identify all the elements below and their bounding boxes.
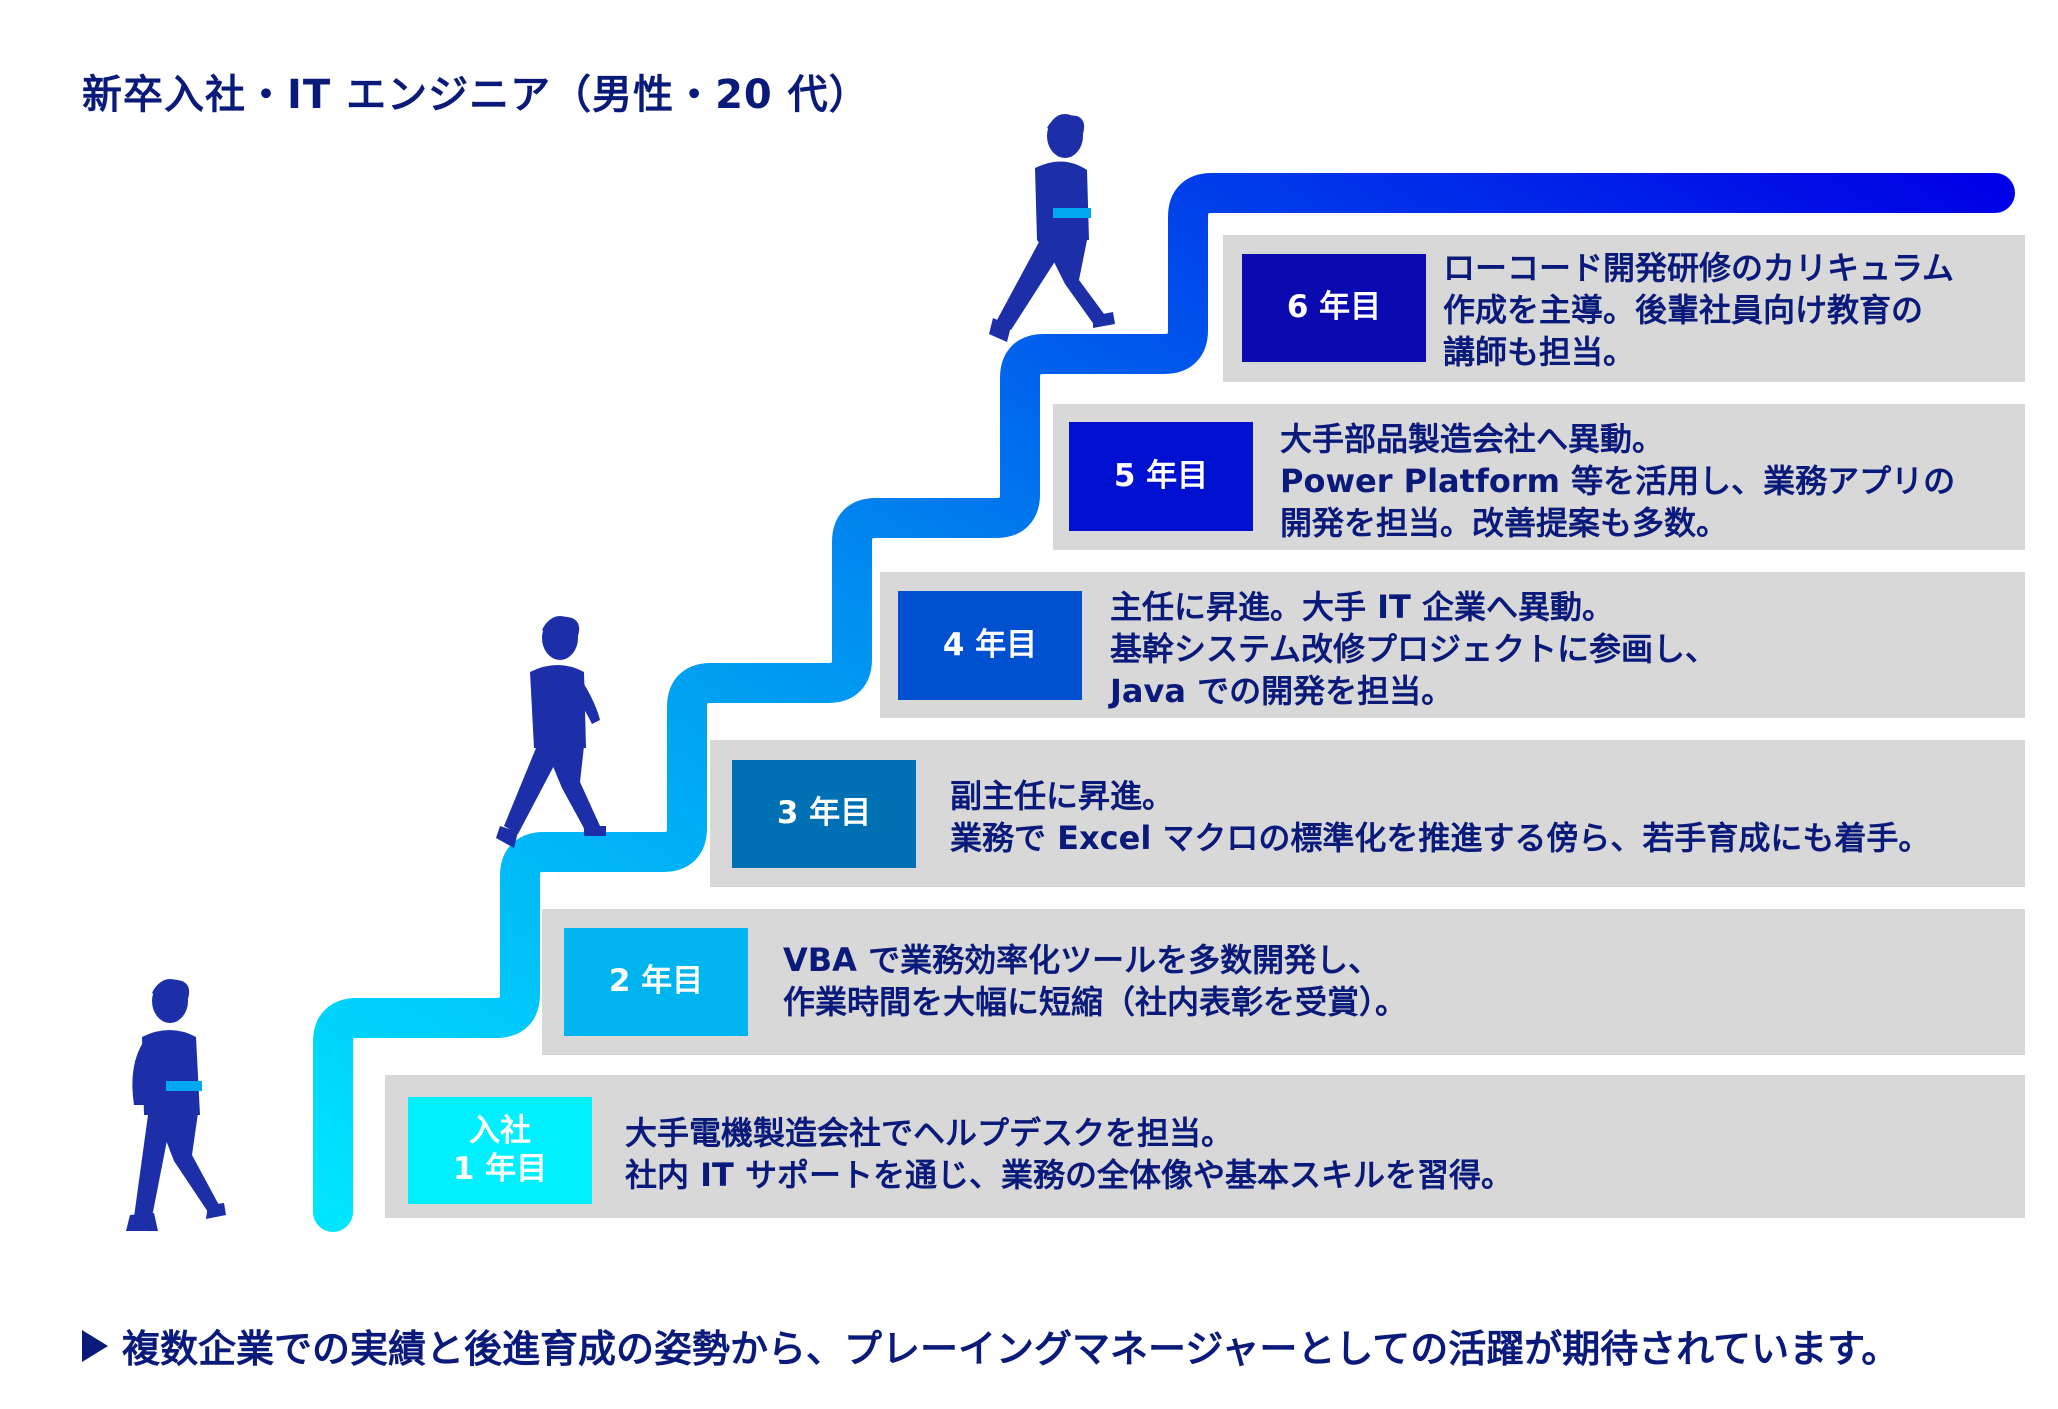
step-badge-5-line1: 5 年目 xyxy=(1113,457,1209,494)
step-badge-1: 入社 1 年目 xyxy=(408,1097,592,1204)
step-desc-5-line2: Power Platform 等を活用し、業務アプリの xyxy=(1280,462,1956,500)
step-panel-3 xyxy=(710,740,2025,887)
step-desc-5: 大手部品製造会社へ異動。 Power Platform 等を活用し、業務アプリの… xyxy=(1280,418,1955,544)
step-badge-6: 6 年目 xyxy=(1242,254,1426,362)
step-desc-1-line2: 社内 IT サポートを通じ、業務の全体像や基本スキルを習得。 xyxy=(625,1156,1514,1194)
person-icon xyxy=(496,616,606,848)
step-badge-4-line1: 4 年目 xyxy=(942,626,1038,663)
step-badge-5: 5 年目 xyxy=(1069,422,1253,531)
step-badge-2: 2 年目 xyxy=(564,928,748,1036)
arrow-icon xyxy=(82,1329,108,1362)
step-panel-1 xyxy=(385,1075,2025,1218)
step-desc-2-line1: VBA で業務効率化ツールを多数開発し、 xyxy=(783,941,1381,979)
step-desc-6-line3: 講師も担当。 xyxy=(1443,333,1636,371)
step-badge-1-line1: 入社 xyxy=(469,1113,531,1150)
step-desc-3-line1: 副主任に昇進。 xyxy=(950,777,1175,815)
step-badge-2-line1: 2 年目 xyxy=(608,963,704,1000)
person-icon xyxy=(126,979,226,1231)
step-badge-1-line2: 1 年目 xyxy=(452,1150,548,1187)
step-desc-2: VBA で業務効率化ツールを多数開発し、 作業時間を大幅に短縮（社内表彰を受賞）… xyxy=(783,939,1407,1023)
step-desc-4-line1: 主任に昇進。大手 IT 企業へ異動。 xyxy=(1110,588,1615,626)
step-desc-2-line2: 作業時間を大幅に短縮（社内表彰を受賞）。 xyxy=(783,983,1408,1021)
step-desc-1-line1: 大手電機製造会社でヘルプデスクを担当。 xyxy=(625,1114,1234,1152)
step-badge-6-line1: 6 年目 xyxy=(1286,289,1382,326)
step-desc-6: ローコード開発研修のカリキュラム 作成を主導。後輩社員向け教育の 講師も担当。 xyxy=(1443,247,1954,373)
step-desc-3-line2: 業務で Excel マクロの標準化を推進する傍ら、若手育成にも着手。 xyxy=(950,819,1931,857)
step-desc-5-line1: 大手部品製造会社へ異動。 xyxy=(1280,420,1665,458)
step-desc-4-line3: Java での開発を担当。 xyxy=(1110,672,1454,710)
staircase-path xyxy=(313,173,2015,1232)
step-desc-4: 主任に昇進。大手 IT 企業へ異動。 基幹システム改修プロジェクトに参画し、 J… xyxy=(1110,586,1717,712)
step-panel-2 xyxy=(542,909,2025,1055)
footer-note: 複数企業での実績と後進育成の姿勢から、プレーイングマネージャーとしての活躍が期待… xyxy=(82,1318,1899,1373)
step-badge-4: 4 年目 xyxy=(898,591,1082,700)
person-icon xyxy=(989,114,1115,342)
step-badge-3: 3 年目 xyxy=(732,760,916,868)
step-desc-6-line1: ローコード開発研修のカリキュラム xyxy=(1443,249,1955,287)
step-desc-3: 副主任に昇進。 業務で Excel マクロの標準化を推進する傍ら、若手育成にも着… xyxy=(950,775,1930,859)
page-title: 新卒入社・IT エンジニア（男性・20 代） xyxy=(82,72,870,118)
step-desc-6-line2: 作成を主導。後輩社員向け教育の xyxy=(1443,291,1924,329)
step-desc-1: 大手電機製造会社でヘルプデスクを担当。 社内 IT サポートを通じ、業務の全体像… xyxy=(625,1112,1513,1196)
step-desc-5-line3: 開発を担当。改善提案も多数。 xyxy=(1280,504,1729,542)
footer-text: 複数企業での実績と後進育成の姿勢から、プレーイングマネージャーとしての活躍が期待… xyxy=(122,1327,1900,1371)
step-badge-3-line1: 3 年目 xyxy=(776,795,872,832)
step-desc-4-line2: 基幹システム改修プロジェクトに参画し、 xyxy=(1110,630,1718,668)
